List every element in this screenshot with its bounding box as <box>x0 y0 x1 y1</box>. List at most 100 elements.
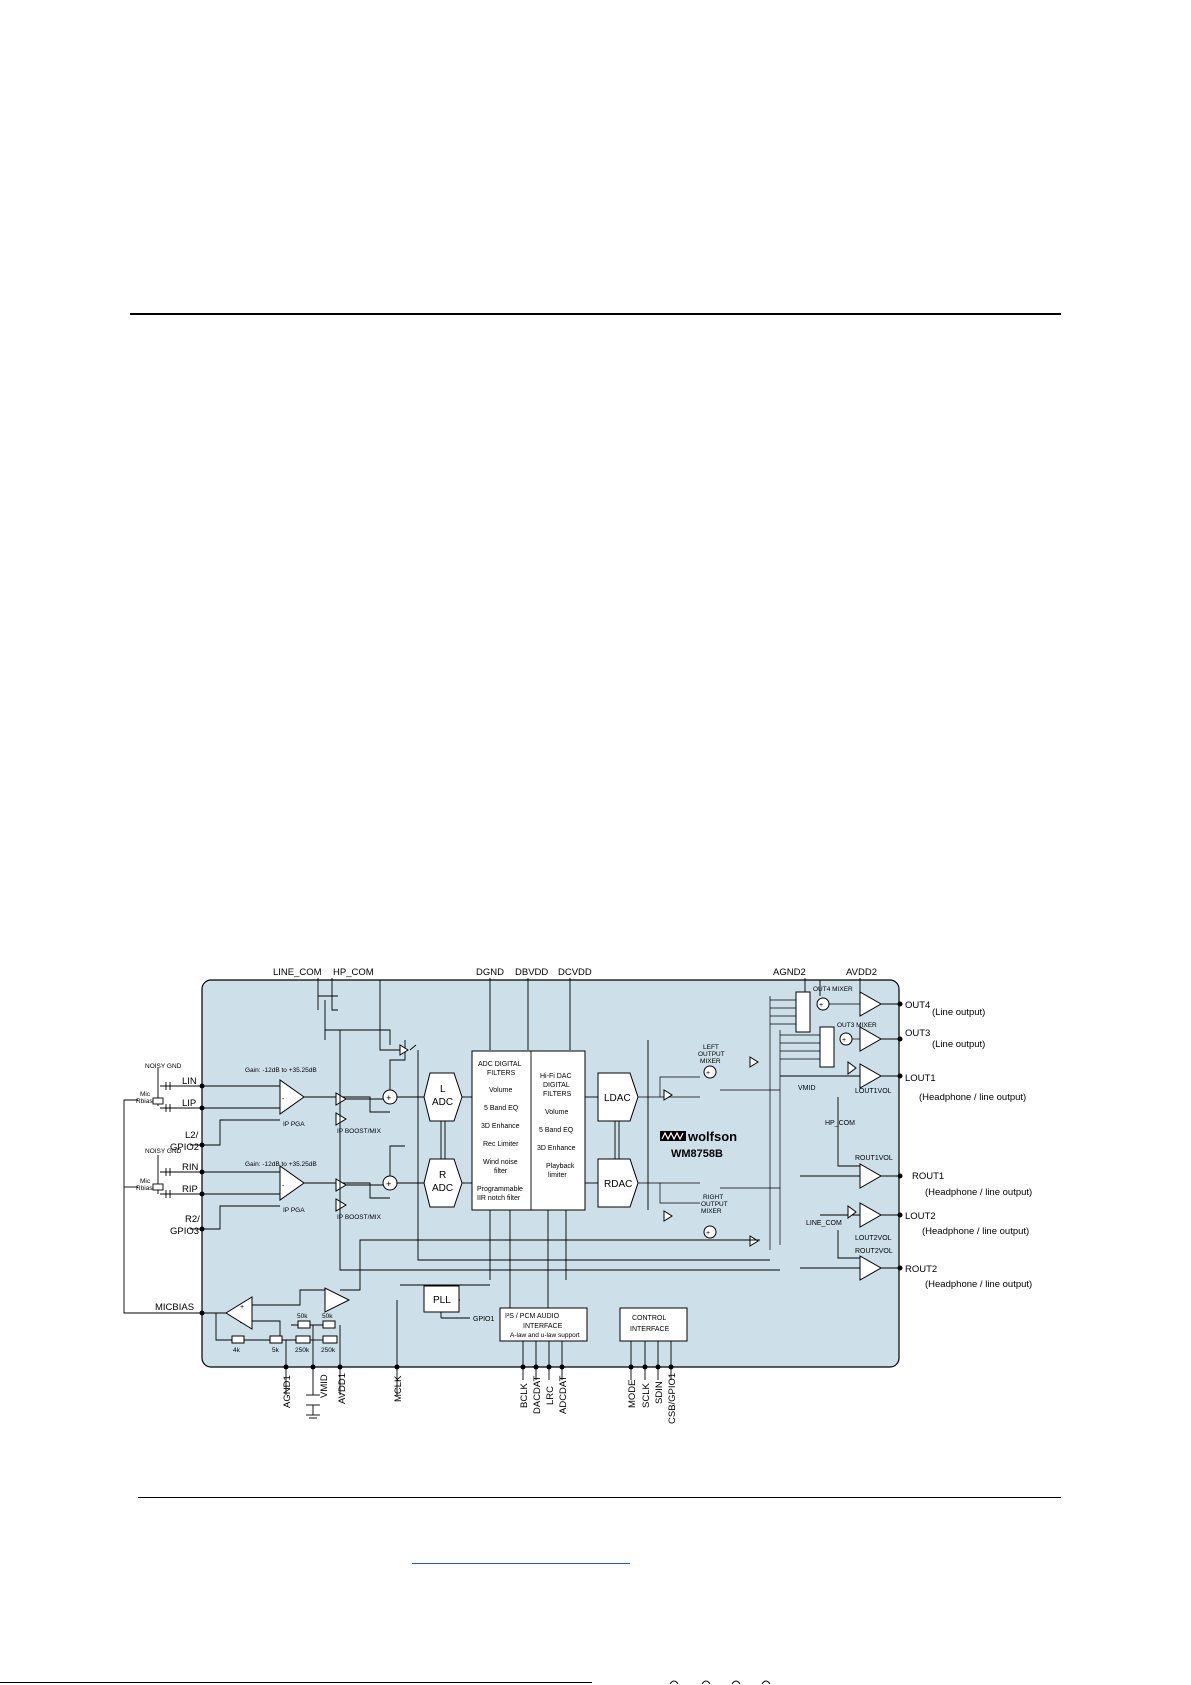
right-adc-r: R <box>439 1170 446 1181</box>
footer-link[interactable] <box>412 1563 630 1564</box>
svg-text:FILTERS: FILTERS <box>543 1091 572 1098</box>
svg-text:Rec Limiter: Rec Limiter <box>483 1141 519 1148</box>
svg-text:+: + <box>819 1002 823 1009</box>
pin-sclk: SCLK <box>641 1383 652 1408</box>
left-adc-label: ADC <box>432 1097 453 1108</box>
out3-amp <box>859 1026 883 1052</box>
right-ip-pga-amp <box>279 1165 305 1201</box>
bottom-pins: AGND1 VMID AVDD1 MCLK BCLK DACDAT LRC AD… <box>282 1373 678 1424</box>
svg-text:ADC DIGITAL: ADC DIGITAL <box>478 1061 522 1068</box>
rout2-amp <box>859 1255 883 1281</box>
pin-vmid: VMID <box>319 1374 330 1398</box>
logo-brand: wolfson <box>687 1129 737 1144</box>
left-inputs: NOISY GND Mic Rbias LIN LIP L2/ GPIO2 NO… <box>136 1063 200 1313</box>
svg-text:-: - <box>240 1320 243 1327</box>
rout2vol-label: ROUT2VOL <box>855 1248 893 1255</box>
pin-mclk: MCLK <box>393 1375 404 1402</box>
svg-text:filter: filter <box>494 1168 508 1175</box>
svg-text:5 Band EQ: 5 Band EQ <box>484 1105 519 1112</box>
pin-out4: OUT4 <box>905 1000 930 1011</box>
noisy-gnd-label-bottom: NOISY GND <box>145 1148 182 1155</box>
lout2vol-label: LOUT2VOL <box>855 1235 892 1242</box>
pll-label: PLL <box>433 1295 451 1306</box>
out3-mixer-block <box>819 1026 835 1068</box>
pin-rout2: ROUT2 <box>905 1264 937 1275</box>
mic-label-bottom: Mic <box>140 1178 151 1185</box>
lout1-desc: (Headphone / line output) <box>919 1092 1026 1103</box>
pin-dcvdd: DCVDD <box>558 967 592 978</box>
gpio1-label: GPIO1 <box>473 1316 495 1323</box>
right-boost-amp-b <box>335 1198 347 1212</box>
svg-text:IIR notch filter: IIR notch filter <box>477 1195 521 1202</box>
left-output-mixer-sum <box>703 1065 717 1079</box>
svg-text:limiter: limiter <box>548 1172 567 1179</box>
ip-pga-label-right: IP PGA <box>283 1207 305 1214</box>
left-adc <box>423 1072 463 1122</box>
rout1-amp <box>859 1163 883 1189</box>
right-output-mixer-sum <box>703 1225 717 1239</box>
svg-text:3D Enhance: 3D Enhance <box>537 1145 576 1152</box>
control-interface-subtitle: INTERFACE <box>630 1326 670 1333</box>
pin-avdd2: AVDD2 <box>846 967 877 978</box>
resistor-label-4k: 4k <box>233 1347 241 1354</box>
footer-separator <box>138 1497 1061 1498</box>
svg-text:-: - <box>282 1183 285 1190</box>
mic-label-top: Mic <box>140 1091 151 1098</box>
svg-text:+: + <box>706 1230 710 1237</box>
resistor-4k <box>231 1335 245 1344</box>
pin-lout1: LOUT1 <box>905 1073 936 1084</box>
rout1-desc: (Headphone / line output) <box>925 1187 1032 1198</box>
resistor-label-50k-a: 50k <box>297 1313 308 1320</box>
pin-agnd2: AGND2 <box>773 967 806 978</box>
left-adc-l: L <box>440 1084 446 1095</box>
svg-text:-: - <box>282 1096 285 1103</box>
pin-rip: RIP <box>182 1184 198 1195</box>
digital-filters-block <box>471 1050 586 1211</box>
pin-lout2: LOUT2 <box>905 1211 936 1222</box>
svg-text:FILTERS: FILTERS <box>487 1070 516 1077</box>
pin-out3: OUT3 <box>905 1028 930 1039</box>
dac-filters-text: Hi-Fi DAC DIGITAL FILTERS Volume 5 Band … <box>537 1073 576 1179</box>
left-ip-pga-amp <box>279 1079 305 1115</box>
resistor-250k-b <box>322 1335 338 1344</box>
pin-hp-com-top: HP_COM <box>333 967 374 978</box>
gain-note-left: Gain: -12dB to +35.25dB <box>245 1067 317 1074</box>
out4-desc: (Line output) <box>932 1007 985 1018</box>
out3-mixer-label: OUT3 MIXER <box>837 1022 877 1029</box>
left-mixer-label-1: LEFT <box>703 1044 719 1051</box>
pin-bclk: BCLK <box>519 1383 530 1408</box>
svg-text:+: + <box>386 1179 392 1190</box>
svg-text:Volume: Volume <box>545 1109 568 1116</box>
pin-dgnd: DGND <box>476 967 504 978</box>
vmid-buffer-amp <box>324 1287 351 1313</box>
noisy-gnd-label-top: NOISY GND <box>145 1063 182 1070</box>
left-mixer-label-3: MIXER <box>700 1058 721 1065</box>
adc-filters-text: ADC DIGITAL FILTERS Volume 5 Band EQ 3D … <box>477 1061 523 1202</box>
pin-rout1: ROUT1 <box>912 1171 944 1182</box>
right-dac <box>597 1158 639 1208</box>
left-dac <box>597 1072 639 1122</box>
rbias-label-top: Rbias <box>136 1098 153 1105</box>
hp-com-internal-label: HP_COM <box>825 1120 855 1127</box>
audio-interface-note: A-law and u-law support <box>510 1332 580 1339</box>
out4-amp <box>859 991 883 1017</box>
pin-gpio2: GPIO2 <box>170 1142 199 1153</box>
resistor-50k-a <box>297 1320 311 1329</box>
resistor-50k-b <box>322 1320 336 1329</box>
header-rule <box>130 313 1061 315</box>
pin-rin: RIN <box>182 1162 199 1173</box>
resistor-label-5k: 5k <box>272 1347 280 1354</box>
line-com-internal-label: LINE_COM <box>806 1220 842 1227</box>
lout1-amp <box>859 1063 883 1089</box>
pin-lin: LIN <box>182 1076 197 1087</box>
svg-text:Programmable: Programmable <box>477 1186 523 1193</box>
resistor-250k-a <box>295 1335 311 1344</box>
pin-l2: L2/ <box>185 1130 199 1141</box>
ip-boost-label-left: IP BOOST/MIX <box>337 1128 382 1135</box>
pin-csb-gpio1: CSB/GPIO1 <box>667 1373 678 1424</box>
pin-dacdat: DACDAT <box>532 1375 543 1414</box>
svg-text:+: + <box>842 1037 846 1044</box>
pin-micbias: MICBIAS <box>155 1302 194 1313</box>
output-pins: OUT4 (Line output) OUT3 (Line output) LO… <box>905 1000 1032 1290</box>
